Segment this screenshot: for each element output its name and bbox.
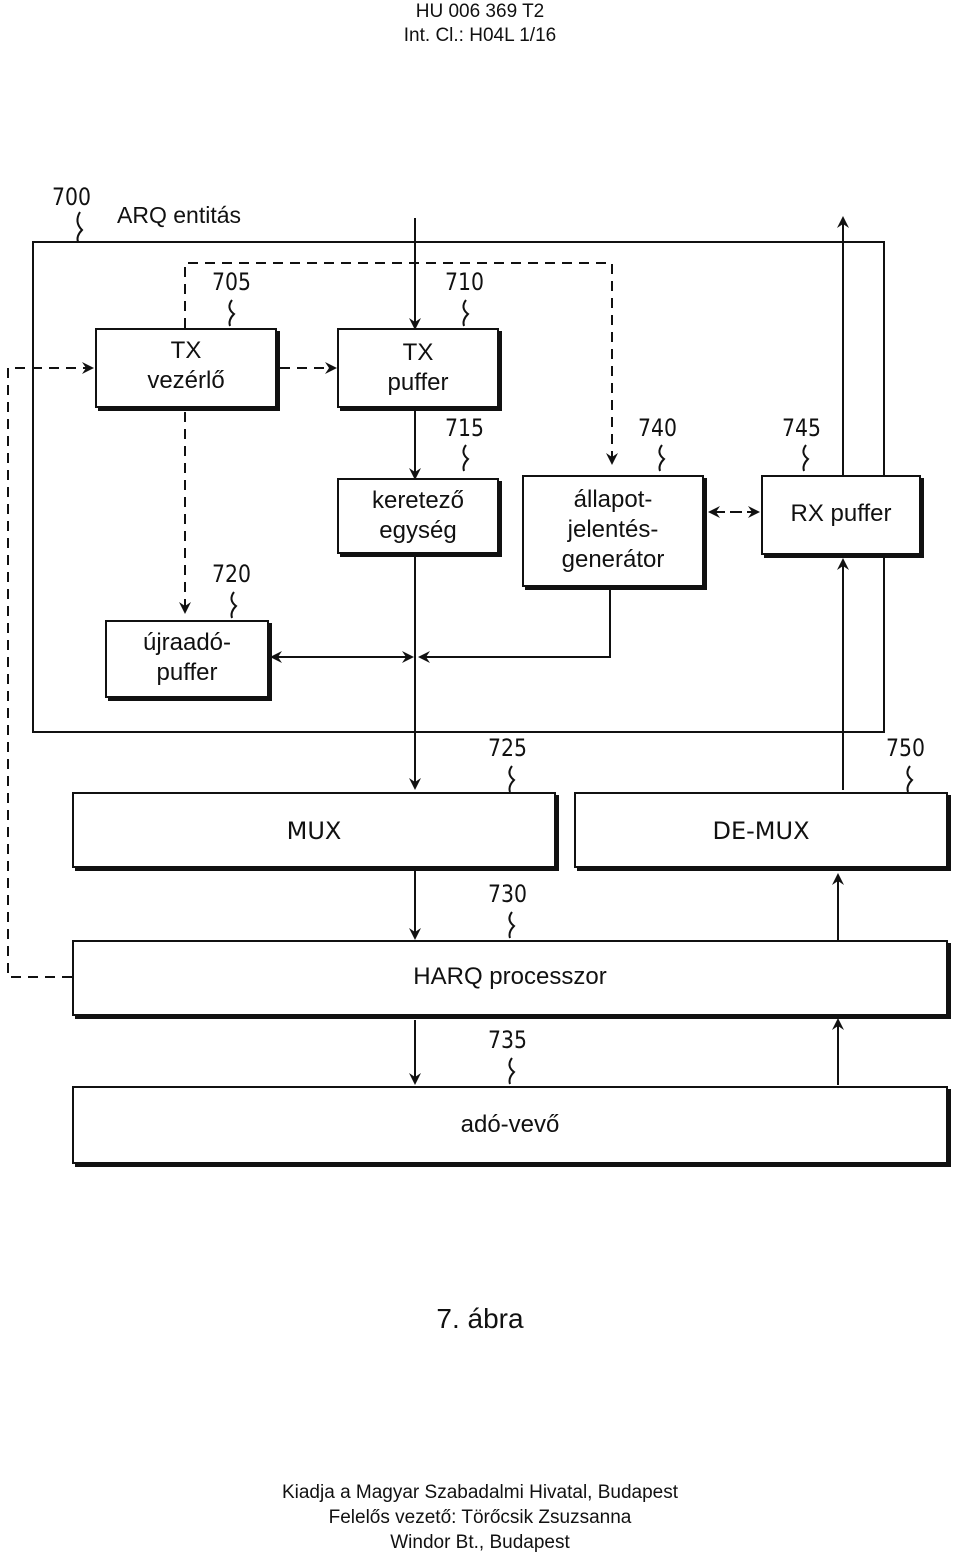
- tx-buffer-block: TX puffer: [337, 328, 499, 408]
- retx-buffer-label-2: puffer: [156, 659, 218, 686]
- publisher-footer: Kiadja a Magyar Szabadalmi Hivatal, Buda…: [0, 1480, 960, 1555]
- ref-740: 740: [638, 414, 677, 442]
- framer-block: keretező egység: [337, 478, 499, 554]
- retx-buffer-label-1: újraadó-: [142, 629, 232, 656]
- ref-700: 700: [52, 183, 91, 211]
- document-number: HU 006 369 T2: [415, 1, 545, 22]
- ref-leader-700: [76, 211, 84, 243]
- retransmission-buffer-block: újraadó- puffer: [105, 620, 269, 698]
- mux-label: MUX: [286, 817, 342, 845]
- transceiver-block: adó-vevő: [72, 1086, 948, 1164]
- figure-caption: 7. ábra: [436, 1303, 524, 1334]
- ref-leader-720: [230, 591, 238, 619]
- demux-block: DE-MUX: [574, 792, 948, 868]
- ref-leader-740: [658, 444, 666, 472]
- ref-leader-730: [508, 911, 516, 939]
- arq-entity-title: ARQ entitás: [117, 202, 241, 228]
- footer-line-1: Kiadja a Magyar Szabadalmi Hivatal, Buda…: [281, 1482, 679, 1503]
- ref-710: 710: [445, 268, 484, 296]
- framer-label-1: keretező: [371, 487, 465, 514]
- ref-leader-715: [462, 444, 470, 472]
- tx-controller-label-2: vezérlő: [147, 367, 225, 394]
- ref-leader-710: [462, 299, 470, 327]
- ref-leader-725: [508, 765, 516, 793]
- ref-720: 720: [212, 560, 251, 588]
- ref-leader-735: [508, 1057, 516, 1085]
- ref-705: 705: [212, 268, 251, 296]
- status-gen-label-2: jelentés-: [567, 516, 659, 543]
- rx-buffer-label: RX puffer: [790, 500, 892, 527]
- mux-block: MUX: [72, 792, 556, 868]
- arrow-status-to-junction: [418, 587, 611, 663]
- status-report-generator-block: állapot- jelentés- generátor: [522, 475, 704, 587]
- ref-745: 745: [782, 414, 821, 442]
- ref-730: 730: [488, 880, 527, 908]
- status-gen-label-1: állapot-: [573, 486, 653, 513]
- harq-label: HARQ processzor: [413, 963, 607, 990]
- tx-controller-block: TX vezérlő: [95, 328, 277, 408]
- status-gen-label-3: generátor: [561, 546, 665, 573]
- tx-controller-label-1: TX: [170, 337, 202, 364]
- ref-725: 725: [488, 734, 527, 762]
- harq-processor-block: HARQ processzor: [72, 940, 948, 1016]
- ref-735: 735: [488, 1026, 527, 1054]
- ref-leader-705: [228, 299, 236, 327]
- tx-buffer-label-2: puffer: [387, 369, 449, 396]
- ref-leader-745: [802, 444, 810, 472]
- footer-line-2: Felelős vezető: Törőcsik Zsuzsanna: [328, 1507, 632, 1528]
- classification-code: Int. Cl.: H04L 1/16: [403, 25, 557, 46]
- document-header: HU 006 369 T2 Int. Cl.: H04L 1/16: [0, 0, 960, 48]
- tx-buffer-label-1: TX: [402, 339, 434, 366]
- ref-715: 715: [445, 414, 484, 442]
- dashed-control-top: [184, 262, 618, 465]
- framer-label-2: egység: [379, 517, 457, 544]
- footer-line-3: Windor Bt., Budapest: [390, 1532, 570, 1553]
- transceiver-label: adó-vevő: [460, 1111, 560, 1138]
- demux-label: DE-MUX: [712, 817, 810, 845]
- rx-buffer-block: RX puffer: [761, 475, 921, 555]
- ref-750: 750: [886, 734, 925, 762]
- ref-leader-750: [906, 765, 914, 793]
- dashed-harq-to-txctrl: [7, 362, 94, 978]
